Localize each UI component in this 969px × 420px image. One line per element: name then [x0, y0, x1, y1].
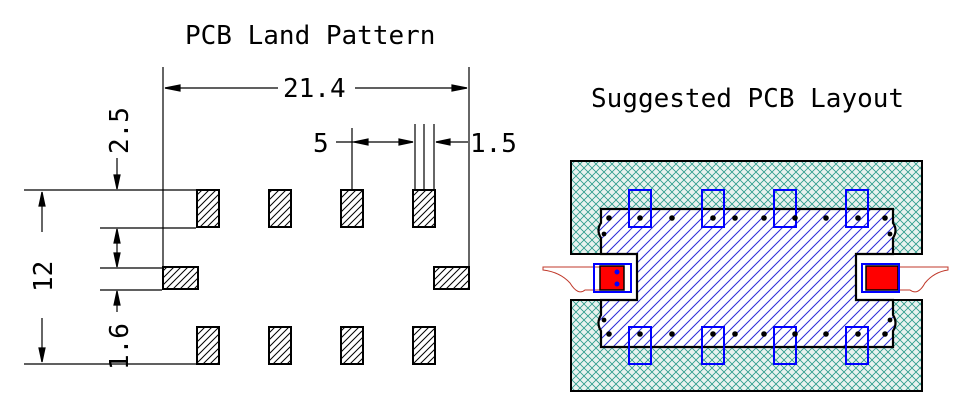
- signal-pad-outline: [861, 263, 900, 293]
- vertical-dimensions: [24, 158, 196, 365]
- pad-length-label: 2.5: [105, 107, 135, 154]
- signal-pads: [593, 263, 900, 293]
- land-pattern-drawing: PCB Land Pattern 21.4 5 1.5: [24, 21, 517, 370]
- overall-width-label: 21.4: [283, 74, 346, 104]
- pad: [340, 189, 364, 228]
- pad: [412, 189, 436, 228]
- via: [614, 281, 620, 287]
- signal-pad: [865, 265, 899, 291]
- side-pad: [433, 266, 470, 290]
- pitch-label: 5: [313, 129, 329, 159]
- pitch-dimension: [336, 124, 468, 190]
- pad: [412, 326, 436, 365]
- pad-outlines: [628, 189, 869, 365]
- component-area: [597, 207, 897, 349]
- signal-traces: [542, 266, 949, 293]
- pad: [268, 189, 292, 228]
- land-pattern-title: PCB Land Pattern: [185, 21, 435, 51]
- signal-pad: [599, 265, 625, 291]
- via: [614, 269, 620, 275]
- pad-width-label: 1.5: [470, 129, 517, 159]
- pad: [196, 326, 220, 365]
- pcb-layout-drawing: Suggested PCB Layout: [542, 84, 949, 392]
- ground-vias: [601, 215, 893, 337]
- pad: [196, 189, 220, 228]
- side-pad-label: 1.6: [105, 323, 135, 370]
- side-pad: [162, 266, 199, 290]
- land-pads: [162, 189, 470, 365]
- pcb-layout-title: Suggested PCB Layout: [591, 84, 904, 114]
- pad: [340, 326, 364, 365]
- row-spacing-label: 12: [29, 261, 59, 292]
- overall-width-dimension: [162, 67, 470, 270]
- signal-pad-outline: [593, 263, 632, 293]
- pad: [268, 326, 292, 365]
